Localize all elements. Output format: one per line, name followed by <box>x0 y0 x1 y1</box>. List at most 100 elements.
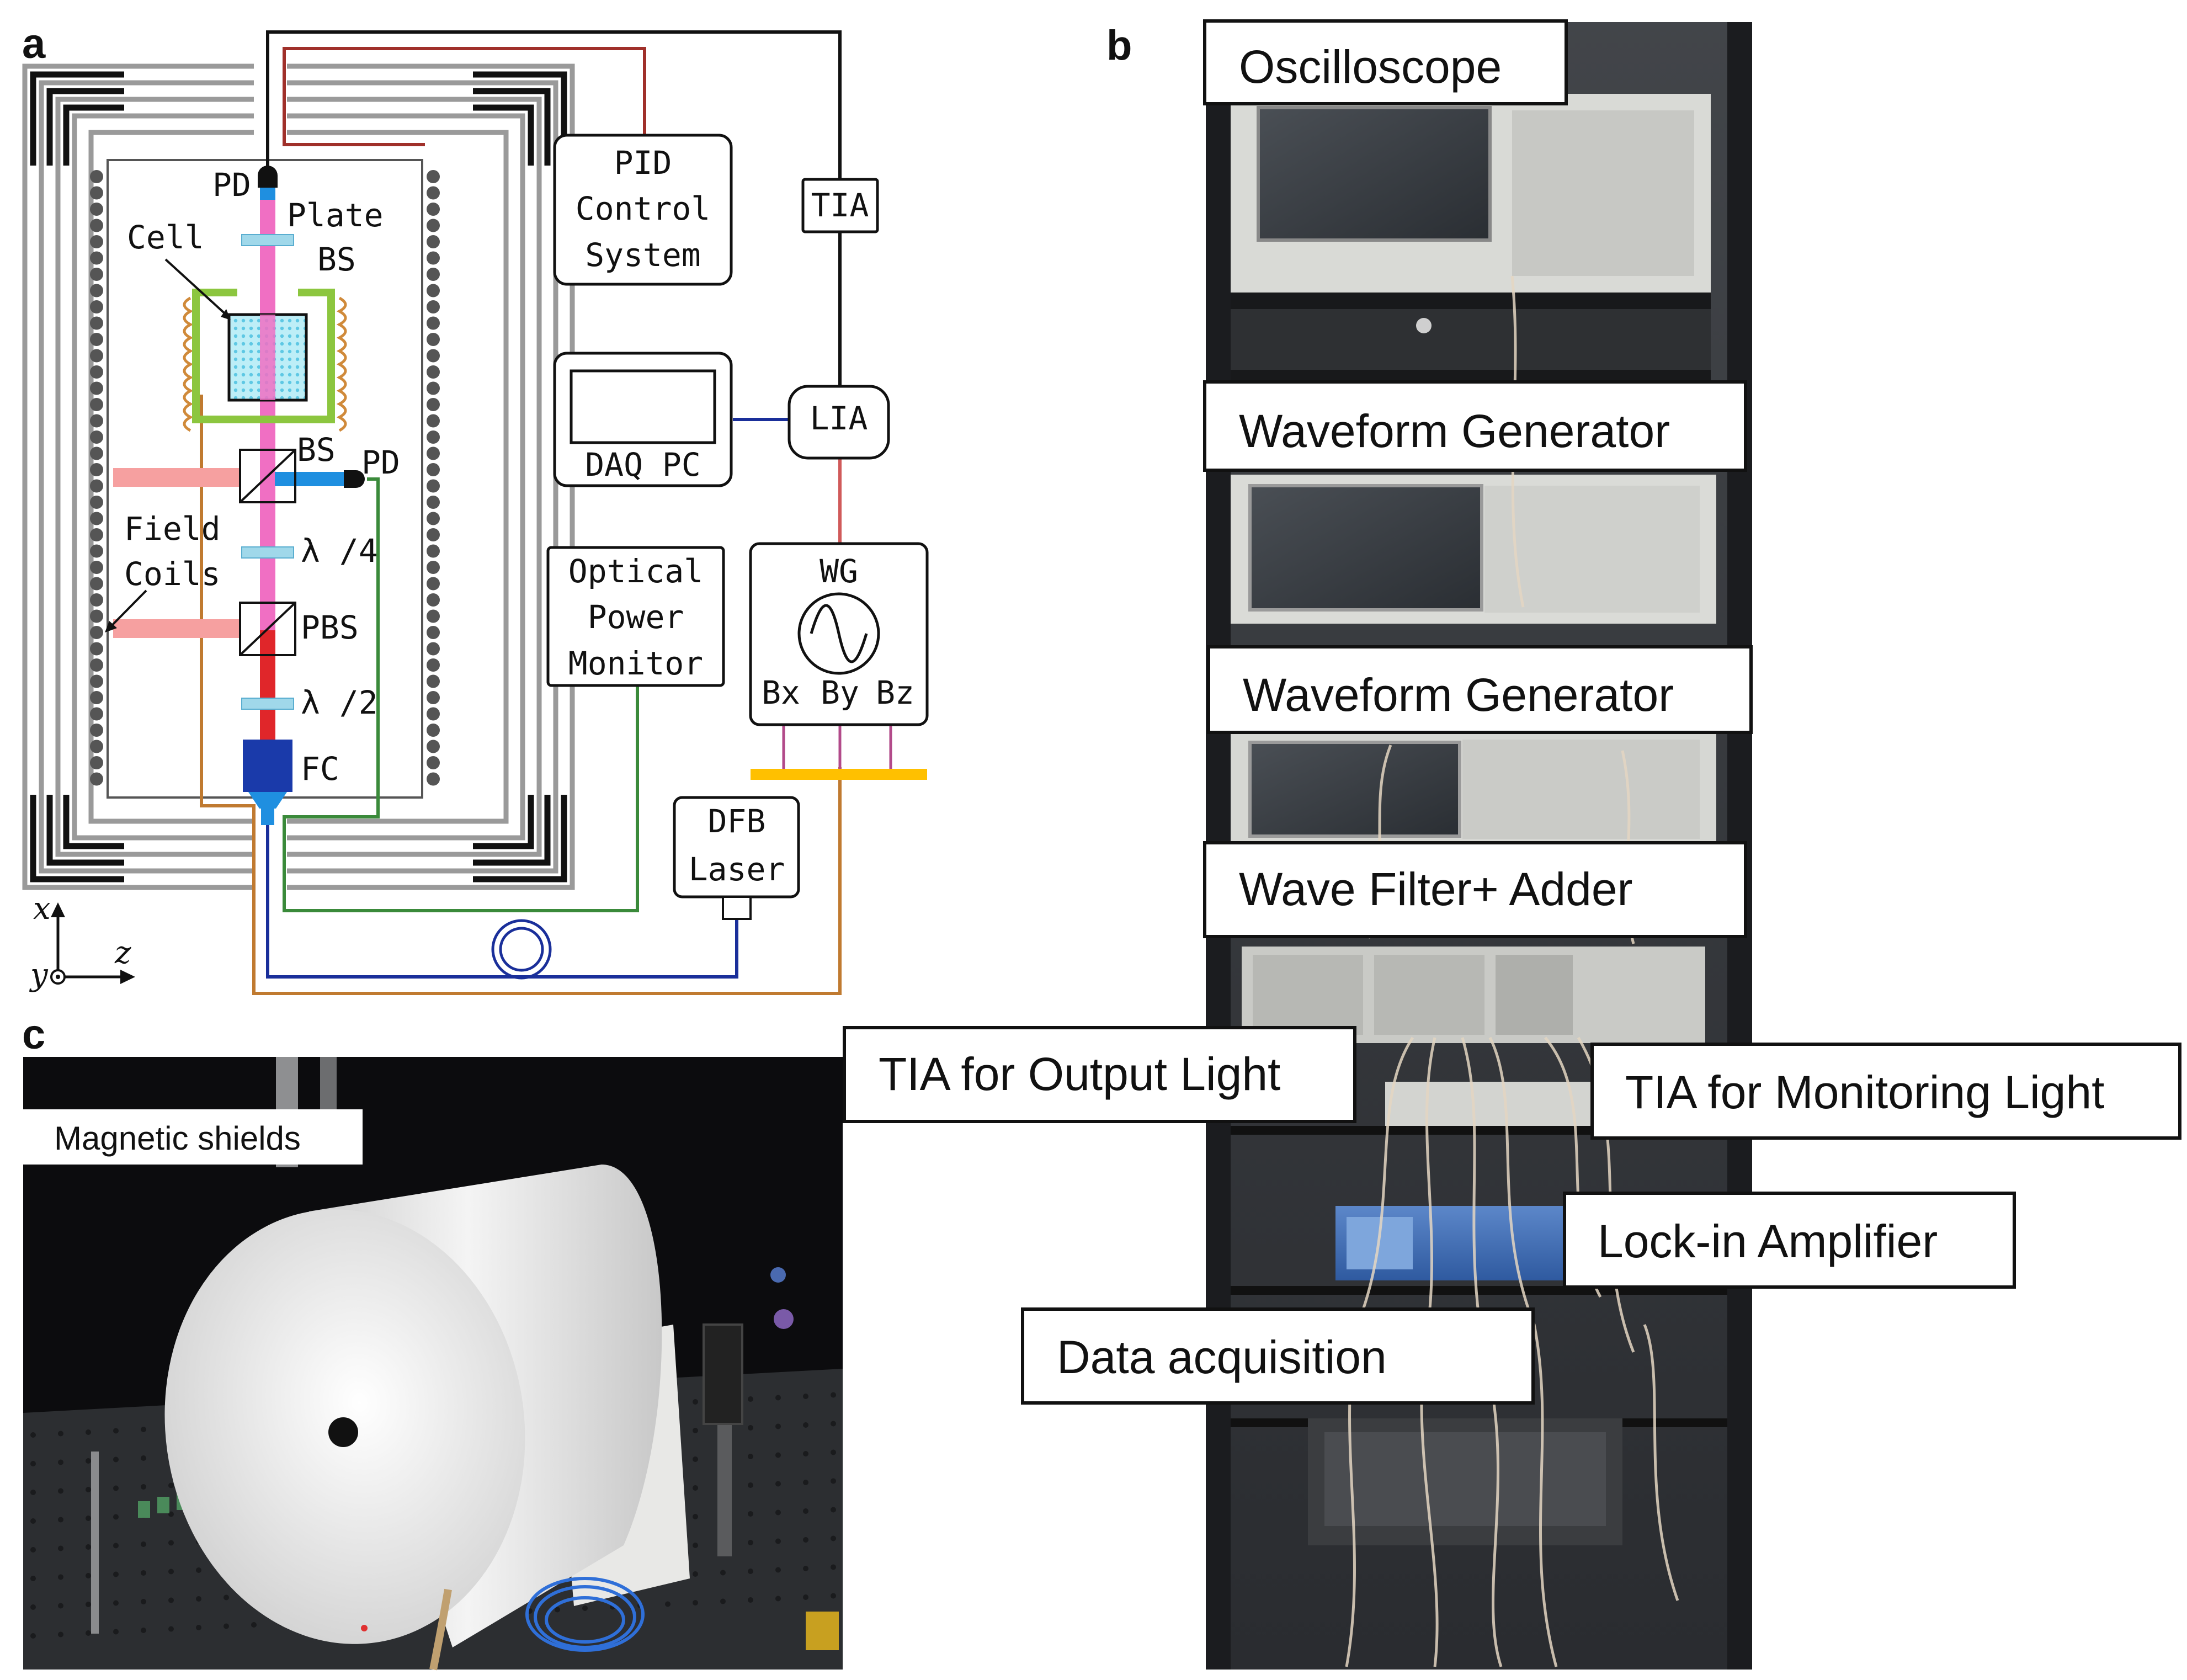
opm-line1: Optical <box>568 552 703 590</box>
lia-label: LIA <box>810 400 868 437</box>
coil-winding-dot <box>90 170 103 183</box>
coil-winding-dot <box>427 333 440 346</box>
polarizing-beamsplitter <box>239 602 296 656</box>
dfb-line1: DFB <box>708 802 766 840</box>
coil-winding-dot <box>427 463 440 476</box>
coil-winding-dot <box>90 333 103 346</box>
coil-winding-dot <box>90 674 103 688</box>
wires <box>200 30 842 995</box>
coil-winding-dot <box>90 658 103 672</box>
coil-winding-dot <box>90 365 103 379</box>
coil-winding-dot <box>427 446 440 460</box>
shield-stripes <box>25 63 572 890</box>
half-wave-plate <box>241 698 294 710</box>
pid-line1: PID <box>614 144 672 182</box>
coil-winding-dot <box>427 756 440 769</box>
pid-box <box>553 134 733 286</box>
fiber-coupler-tip <box>248 792 287 809</box>
label-oscilloscope: Oscilloscope <box>1239 41 1502 93</box>
coil-winding-dot <box>90 626 103 639</box>
box-waveform1 <box>1203 380 1747 472</box>
coil-winding-dot <box>427 365 440 379</box>
coil-winding-dot <box>427 561 440 574</box>
dfb-port <box>722 896 752 920</box>
coil-winding-dot <box>90 446 103 460</box>
label-plate: Plate <box>287 196 384 234</box>
box-filter <box>1203 841 1747 938</box>
coil-winding-dot <box>427 691 440 704</box>
coil-winding-dot <box>427 724 440 737</box>
coil-winding-dot <box>90 691 103 704</box>
coil-winding-dot <box>90 316 103 330</box>
coil-winding-dot <box>427 316 440 330</box>
coil-winding-dot <box>427 300 440 313</box>
box-lockin <box>1563 1192 2016 1289</box>
coil-winding-dot <box>427 284 440 297</box>
coil-winding-dot <box>90 642 103 656</box>
wire-fiber <box>266 822 738 979</box>
coil-winding-dot <box>427 772 440 786</box>
beam-pd-branch <box>275 472 344 486</box>
opm-box <box>546 546 725 687</box>
panel-c-letter: c <box>22 1011 45 1058</box>
coil-winding-dot <box>427 674 440 688</box>
coil-winding-dot <box>90 479 103 493</box>
label-waveform1: Waveform Generator <box>1239 405 1670 457</box>
red-beam-upper <box>113 468 240 487</box>
coil-winding-dot <box>90 528 103 541</box>
coil-winding-dot <box>90 463 103 476</box>
coils-pointer <box>108 589 147 629</box>
coil-winding-dot <box>427 414 440 428</box>
red-beam-lower <box>113 619 240 638</box>
coil-winding-dot <box>427 593 440 607</box>
box-tia-monitor <box>1590 1043 2181 1140</box>
panel-c: c <box>22 1011 843 1671</box>
coil-winding-dot <box>90 251 103 265</box>
coil-winding-dot <box>427 186 440 200</box>
fiber-coil-icon <box>491 919 552 980</box>
beam-top-blue <box>260 188 275 200</box>
coil-winding-dot <box>90 772 103 786</box>
label-cell: Cell <box>127 219 204 256</box>
beamsplitter-cube <box>239 449 296 503</box>
label-field-2: Coils <box>124 555 221 593</box>
coil-winding-dot <box>427 512 440 525</box>
dfb-line2: Laser <box>689 850 785 888</box>
coil-winding-dot <box>90 349 103 363</box>
panel-b-letter: b <box>1106 22 1132 69</box>
box-daq <box>1021 1307 1535 1405</box>
coil-winding-dot <box>90 186 103 200</box>
coil-winding-dot <box>90 724 103 737</box>
opm-line2: Power <box>588 598 684 636</box>
box-oscilloscope <box>1203 19 1568 105</box>
coil-winding-dot <box>90 593 103 607</box>
photodiode-top-icon <box>258 166 278 188</box>
coil-winding-dot <box>427 642 440 656</box>
coil-winding-dot <box>90 414 103 428</box>
wire-pid <box>283 47 646 146</box>
coil-winding-dot <box>90 219 103 232</box>
coil-winding-dot <box>427 626 440 639</box>
coil-winding-dot <box>90 544 103 558</box>
label-tia-output: TIA for Output Light <box>879 1048 1280 1100</box>
fiber-coupler <box>243 740 292 792</box>
coil-winding-dot <box>90 300 103 313</box>
heater-coil <box>183 296 347 432</box>
coil-winding-dot <box>427 251 440 265</box>
coil-winding-dot <box>90 707 103 721</box>
coil-winding-dot <box>427 203 440 216</box>
label-half-wave: λ /2 <box>301 684 378 721</box>
coil-winding-dot <box>427 707 440 721</box>
label-lockin: Lock-in Amplifier <box>1598 1215 1938 1267</box>
coil-winding-dot <box>90 577 103 591</box>
tia-box <box>801 178 879 233</box>
coil-winding-dot <box>427 528 440 541</box>
wire-pd-tia <box>266 30 842 182</box>
bx-label: Bx <box>762 674 800 711</box>
label-pd-mid: PD <box>361 444 400 481</box>
coordinate-axes: x y z <box>29 891 135 993</box>
daq-screen <box>570 369 716 444</box>
coil-winding-dot <box>427 349 440 363</box>
coil-bus <box>751 724 927 780</box>
